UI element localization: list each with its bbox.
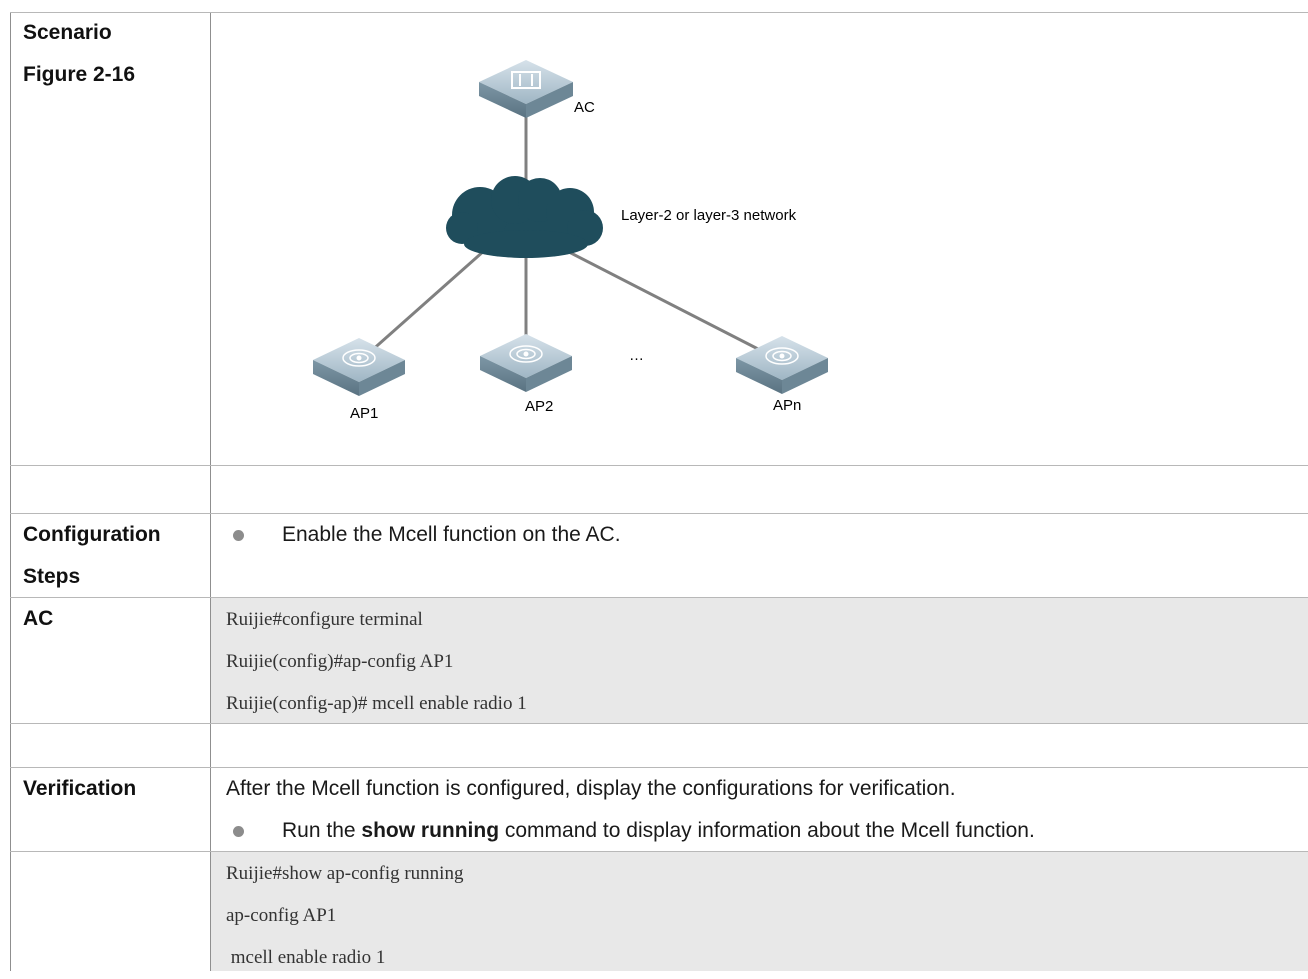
output-code-line: mcell enable radio 1 — [226, 947, 386, 968]
steps-label: Steps — [23, 565, 81, 588]
row-divider — [10, 851, 1308, 852]
verification-step-post: command to display information about the… — [499, 819, 1035, 842]
apn-label: APn — [773, 397, 802, 414]
output-code-line: ap-config AP1 — [226, 905, 337, 926]
verification-step-pre: Run the — [282, 819, 362, 842]
figure-number-label: Figure 2-16 — [23, 63, 136, 86]
link-network-apn — [564, 248, 761, 352]
scenario-label: Scenario — [23, 21, 112, 44]
output-code-block — [211, 852, 1308, 971]
ellipsis-label: … — [629, 347, 644, 364]
table-column-divider — [210, 12, 211, 971]
cloud-icon — [446, 176, 603, 258]
ap2-label: AP2 — [525, 398, 554, 415]
configuration-label: Configuration — [23, 523, 161, 546]
link-network-ap1 — [369, 248, 486, 354]
row-divider — [10, 723, 1308, 724]
ap1-label: AP1 — [350, 405, 379, 422]
ac-device-label: AC — [574, 99, 595, 116]
table-top-border — [10, 12, 1308, 13]
ac-controller-icon — [479, 60, 573, 118]
bullet-icon — [233, 826, 244, 837]
row-divider — [10, 465, 1308, 466]
table-left-border — [10, 12, 11, 971]
row-divider — [10, 513, 1308, 514]
ac-code-block — [211, 598, 1308, 723]
show-running-command: show running — [361, 819, 500, 842]
row-divider — [10, 767, 1308, 768]
ac-code-line: Ruijie(config)#ap-config AP1 — [226, 651, 454, 672]
bullet-icon — [233, 530, 244, 541]
link-lines — [369, 110, 761, 354]
ac-row-label: AC — [23, 607, 54, 630]
verification-text: After the Mcell function is configured, … — [226, 777, 956, 800]
access-point-icon — [736, 336, 828, 394]
access-point-icon — [313, 338, 405, 396]
verification-step-text: Run the show running command to display … — [282, 810, 1035, 852]
output-code-line: Ruijie#show ap-config running — [226, 863, 464, 884]
row-divider — [10, 597, 1308, 598]
ac-code-line: Ruijie#configure terminal — [226, 609, 423, 630]
verification-label: Verification — [23, 777, 137, 800]
config-step-text: Enable the Mcell function on the AC. — [282, 523, 621, 546]
network-label: Layer-2 or layer-3 network — [621, 207, 797, 224]
ac-code-line: Ruijie(config-ap)# mcell enable radio 1 — [226, 693, 527, 714]
access-point-icon — [480, 334, 572, 392]
